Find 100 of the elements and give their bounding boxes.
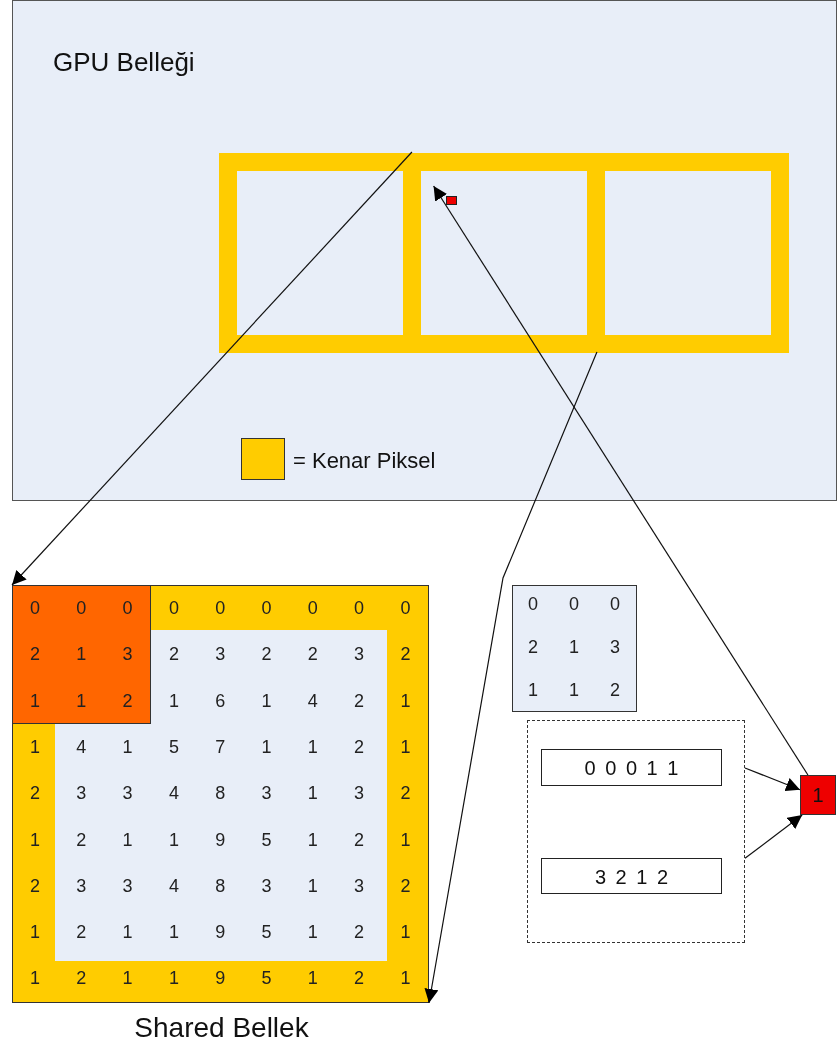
cell-value: 0 bbox=[353, 597, 366, 619]
cell-value: 3 bbox=[121, 874, 134, 897]
memory-panel bbox=[12, 0, 837, 501]
cell-value: 2 bbox=[353, 967, 366, 990]
cell-value: 3 bbox=[353, 782, 366, 805]
cell-value: 2 bbox=[399, 782, 412, 805]
cell-value: 0 bbox=[214, 597, 227, 619]
cell-value: 0 bbox=[260, 597, 273, 619]
cell-value: 1 bbox=[260, 689, 273, 712]
cell-value: 1 bbox=[75, 689, 88, 712]
output-value: 1 bbox=[811, 784, 825, 807]
arrow bbox=[744, 814, 803, 859]
cell-value: 0 bbox=[568, 593, 580, 615]
cell-value: 0 bbox=[29, 597, 41, 619]
pixel-marker bbox=[446, 196, 457, 205]
cell-value: 1 bbox=[306, 828, 319, 851]
cell-value: 5 bbox=[167, 735, 180, 758]
cell-value: 3 bbox=[353, 643, 366, 666]
cell-value: 2 bbox=[399, 874, 412, 897]
cell-value: 1 bbox=[167, 689, 180, 712]
output-pixel bbox=[800, 775, 836, 815]
number-sequence: 0 0 0 1 1 bbox=[583, 757, 682, 780]
cell-value: 8 bbox=[214, 782, 227, 805]
cell-value: 2 bbox=[29, 643, 41, 666]
cell-value: 3 bbox=[75, 874, 88, 897]
cell-value: 2 bbox=[121, 689, 134, 712]
cell-value: 3 bbox=[214, 643, 227, 666]
cell-value: 1 bbox=[399, 967, 412, 990]
cell-value: 0 bbox=[121, 597, 134, 619]
cell-value: 9 bbox=[214, 921, 227, 944]
cell-value: 4 bbox=[306, 689, 319, 712]
cell-value: 1 bbox=[29, 689, 41, 712]
cell-value: 1 bbox=[121, 828, 134, 851]
cell-value: 2 bbox=[399, 643, 412, 666]
cell-value: 1 bbox=[568, 679, 580, 701]
cell-value: 2 bbox=[75, 921, 88, 944]
cell-value: 1 bbox=[399, 828, 412, 851]
cell-value: 3 bbox=[260, 782, 273, 805]
cell-value: 1 bbox=[399, 735, 412, 758]
number-sequence: 3 2 1 2 bbox=[593, 866, 672, 889]
dashed-group bbox=[527, 720, 745, 943]
arrow bbox=[433, 185, 809, 776]
cell-value: 2 bbox=[29, 874, 41, 897]
number-row bbox=[541, 749, 722, 786]
cell-value: 2 bbox=[75, 828, 88, 851]
cell-value: 1 bbox=[399, 689, 412, 712]
number-row bbox=[541, 858, 722, 894]
cell-value: 4 bbox=[167, 782, 180, 805]
cell-value: 2 bbox=[75, 967, 88, 990]
cell-value: 1 bbox=[306, 967, 319, 990]
cell-value: 1 bbox=[306, 874, 319, 897]
cell-value: 5 bbox=[260, 828, 273, 851]
cell-value: 3 bbox=[353, 874, 366, 897]
cell-value: 4 bbox=[75, 735, 88, 758]
cell-value: 0 bbox=[609, 593, 621, 615]
cell-value: 5 bbox=[260, 921, 273, 944]
cell-value: 0 bbox=[75, 597, 88, 619]
cell-value: 1 bbox=[306, 782, 319, 805]
cell-value: 2 bbox=[353, 735, 366, 758]
cell-value: 5 bbox=[260, 967, 273, 990]
cell-value: 2 bbox=[353, 921, 366, 944]
cell-value: 1 bbox=[568, 636, 580, 658]
cell-value: 1 bbox=[306, 735, 319, 758]
cell-value: 2 bbox=[353, 828, 366, 851]
cell-value: 0 bbox=[306, 597, 319, 619]
cell-value: 3 bbox=[609, 636, 621, 658]
cell-value: 2 bbox=[306, 643, 319, 666]
cell-value: 1 bbox=[167, 921, 180, 944]
cell-value: 2 bbox=[527, 636, 539, 658]
cell-value: 3 bbox=[121, 643, 134, 666]
cell-value: 1 bbox=[29, 921, 41, 944]
cell-value: 0 bbox=[399, 597, 412, 619]
cell-value: 1 bbox=[29, 967, 41, 990]
cell-value: 1 bbox=[306, 921, 319, 944]
window-grid bbox=[512, 585, 637, 712]
cell-value: 3 bbox=[260, 874, 273, 897]
cell-value: 2 bbox=[260, 643, 273, 666]
grid-caption: Shared Bellek bbox=[133, 1012, 310, 1044]
cell-value: 2 bbox=[29, 782, 41, 805]
arrow bbox=[11, 151, 413, 586]
cell-value: 4 bbox=[167, 874, 180, 897]
cell-value: 3 bbox=[121, 782, 134, 805]
cell-value: 2 bbox=[609, 679, 621, 701]
cell-value: 2 bbox=[167, 643, 180, 666]
cell-value: 7 bbox=[214, 735, 227, 758]
arrow bbox=[744, 767, 801, 792]
cell-value: 0 bbox=[527, 593, 539, 615]
cell-value: 2 bbox=[353, 689, 366, 712]
cell-value: 3 bbox=[75, 782, 88, 805]
cell-value: 1 bbox=[121, 921, 134, 944]
cell-value: 1 bbox=[75, 643, 88, 666]
arrow bbox=[424, 351, 598, 1004]
cell-value: 1 bbox=[260, 735, 273, 758]
cell-value: 1 bbox=[121, 735, 134, 758]
cell-value: 0 bbox=[167, 597, 180, 619]
cell-value: 8 bbox=[214, 874, 227, 897]
cell-value: 1 bbox=[121, 967, 134, 990]
cell-value: 9 bbox=[214, 828, 227, 851]
cell-value: 6 bbox=[214, 689, 227, 712]
cell-value: 1 bbox=[167, 967, 180, 990]
